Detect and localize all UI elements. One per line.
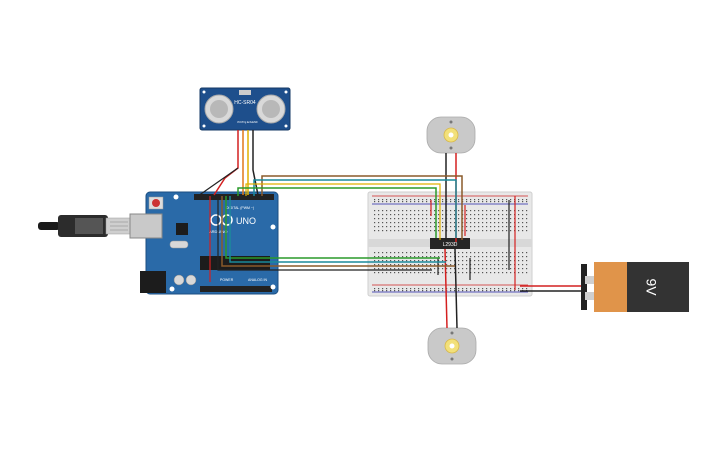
arduino-power-label: POWER — [220, 278, 234, 282]
driver-chip-label: L293D — [443, 242, 458, 248]
usb-port — [129, 213, 163, 239]
sensor-pin-echo: Echo — [247, 121, 253, 124]
breadboard-holes — [374, 199, 528, 292]
sensor-pin-trig: Trig — [242, 121, 247, 124]
arduino-model-label: UNO — [236, 216, 256, 226]
battery-9v[interactable]: 9V — [581, 262, 689, 312]
sensor-wires — [197, 130, 259, 197]
motor-driver-chip[interactable]: L293D — [430, 238, 470, 249]
sensor-model-label: HC-SR04 — [234, 100, 256, 106]
ultrasonic-sensor[interactable]: HC-SR04 VCC Trig Echo GND — [199, 87, 291, 131]
arduino-analog-label: ANALOG IN — [248, 278, 268, 282]
digital-header — [194, 194, 274, 200]
arduino-digital-label: DIGITAL (PWM ~) — [226, 206, 254, 210]
breadboard-jumpers — [430, 196, 516, 290]
dc-motor-bottom[interactable] — [427, 327, 477, 365]
sensor-pin-vcc: VCC — [237, 121, 242, 124]
battery-wires — [520, 285, 583, 292]
battery-label: 9V — [643, 278, 659, 296]
dc-motor-top[interactable] — [426, 116, 476, 154]
sensor-pin-gnd: GND — [252, 121, 258, 124]
arduino-uno-board[interactable]: UNO ARDUINO DIGITAL (PWM ~) POWER ANALOG… — [129, 191, 279, 295]
power-jack — [140, 271, 166, 293]
usb-cable[interactable] — [38, 215, 133, 237]
signal-wires — [209, 175, 463, 282]
power-analog-header — [200, 286, 272, 292]
